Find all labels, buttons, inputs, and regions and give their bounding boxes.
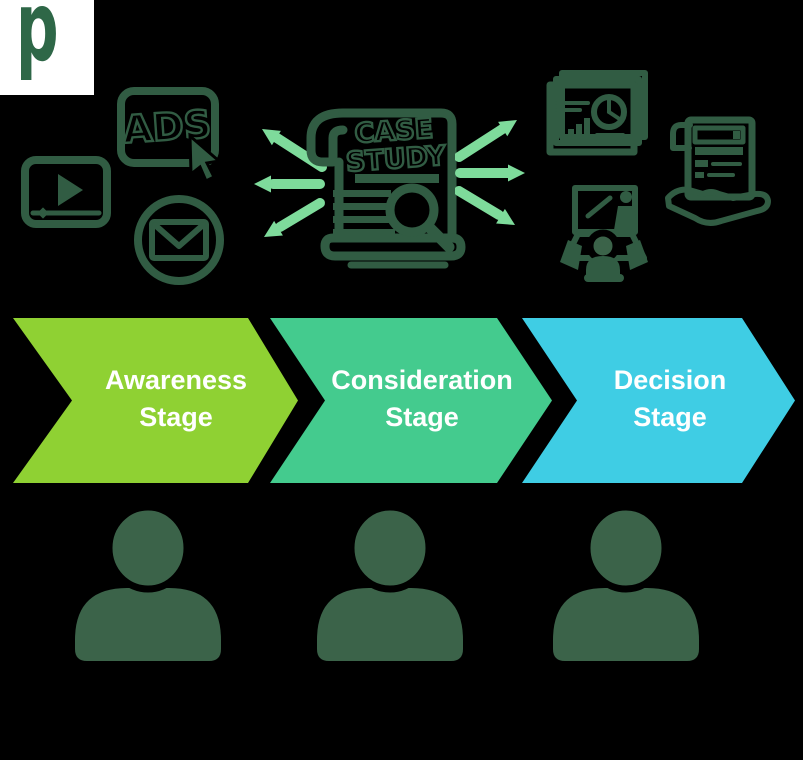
outward-arrows-right — [455, 120, 525, 225]
person-icon-consideration — [317, 503, 463, 661]
chevron-consideration — [270, 318, 552, 483]
person-icon-decision — [553, 503, 699, 661]
email-icon — [134, 195, 224, 285]
stage-label-line1: Consideration — [331, 365, 513, 395]
funnel-stage-chevrons — [13, 318, 795, 483]
stage-label-line2: Stage — [139, 402, 213, 432]
stage-label-line2: Stage — [385, 402, 459, 432]
audience-row — [75, 503, 699, 661]
person-icon-awareness — [75, 503, 221, 661]
logo-letter: p — [16, 0, 59, 83]
cursor-icon — [188, 132, 223, 184]
offer-in-hand-icon — [665, 116, 771, 226]
case-study-title-line1: CASE — [354, 113, 435, 149]
case-study-document-icon: CASE STUDY — [306, 108, 466, 269]
video-player-icon — [21, 156, 111, 228]
stage-label-awareness: Awareness Stage — [56, 362, 296, 436]
analytics-report-icon — [546, 70, 648, 156]
webinar-presentation-icon — [560, 185, 648, 282]
magnifier-icon — [385, 183, 455, 253]
stage-label-line1: Awareness — [104, 365, 248, 395]
logo: p — [0, 0, 94, 95]
audience-head — [586, 229, 620, 263]
stage-label-consideration: Consideration Stage — [302, 362, 542, 436]
stage-label-decision: Decision Stage — [550, 362, 790, 436]
stage-label-line2: Stage — [633, 402, 707, 432]
chevron-decision — [522, 318, 795, 483]
online-ads-icon: ADS — [117, 87, 223, 184]
stage-label-line1: Decision — [613, 365, 727, 395]
case-study-title-line2: STUDY — [345, 140, 447, 178]
hand-icon — [665, 186, 771, 226]
chevron-awareness — [13, 318, 298, 483]
